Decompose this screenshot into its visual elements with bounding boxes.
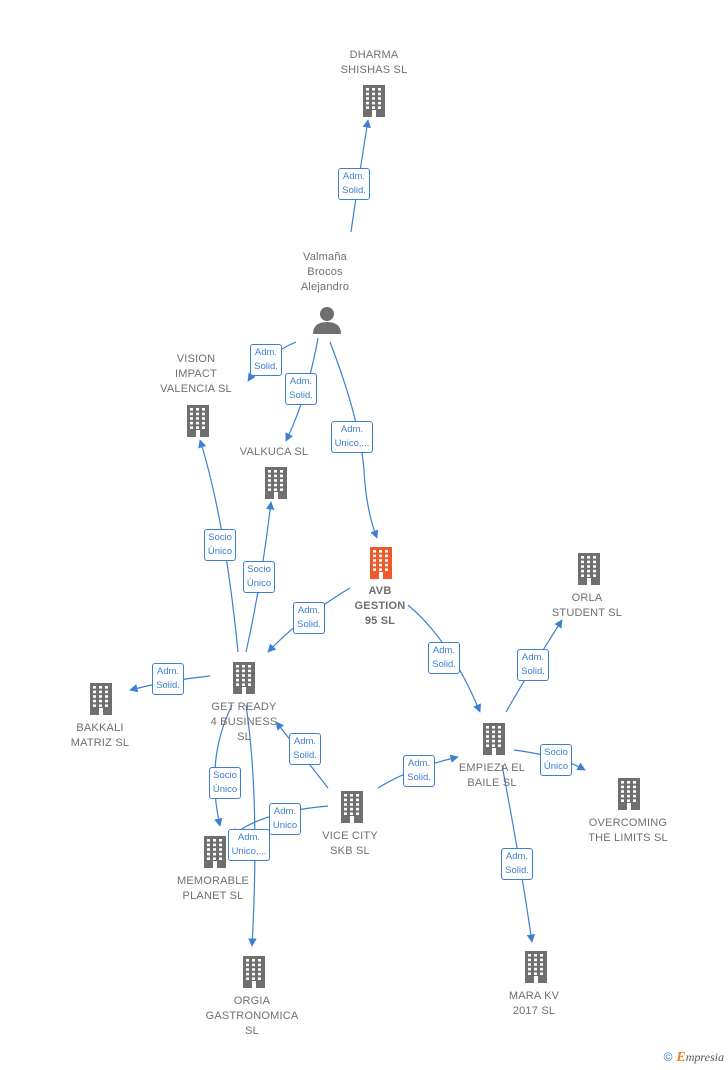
building-icon[interactable] [615,776,643,810]
node-name: VALKUCA SL [239,446,309,458]
node-label-bakkali[interactable]: BAKKALI MATRIZ SL [40,721,160,751]
edge-label[interactable]: Adm. Solid. [285,373,317,405]
node-name: BAKKALI MATRIZ SL [70,722,130,749]
node-name: VICE CITY SKB SL [322,830,378,857]
edge-label[interactable]: Socio Único [242,561,276,593]
person-icon[interactable] [312,306,342,334]
node-label-overcoming[interactable]: OVERCOMING THE LIMITS SL [568,816,688,846]
building-icon[interactable] [575,551,603,585]
building-icon[interactable] [230,660,258,694]
edge-line-e14 [214,704,233,827]
node-name: VISION IMPACT VALENCIA SL [160,353,232,395]
node-label-vicecity[interactable]: VICE CITY SKB SL [290,829,410,859]
copyright-icon: © [663,1050,673,1064]
brand-footer: ©Empresia [664,1050,724,1066]
building-icon[interactable] [480,721,508,755]
node-name: MARA KV 2017 SL [508,990,560,1017]
node-name: GET READY 4 BUSINESS SL [210,701,278,743]
edge-label[interactable]: Adm. Solid. [428,642,460,674]
edge-label[interactable]: Adm. Solid. [338,168,370,200]
edge-label[interactable]: Adm. Unico [268,803,302,835]
edge-label[interactable]: Socio Único [539,744,573,776]
node-label-vision[interactable]: VISION IMPACT VALENCIA SL [136,352,256,397]
building-icon[interactable] [240,954,268,988]
node-label-marakv[interactable]: MARA KV 2017 SL [474,989,594,1019]
brand-name: mpresia [685,1050,724,1064]
building-icon[interactable] [360,83,388,117]
building-icon[interactable] [87,681,115,715]
node-name: ORGIA GASTRONOMICA SL [205,995,299,1037]
building-icon[interactable] [522,949,550,983]
node-name: EMPIEZA EL BAILE SL [458,762,526,789]
node-label-getready[interactable]: GET READY 4 BUSINESS SL [184,700,304,745]
edge-line-e4 [329,341,379,539]
node-label-memorable[interactable]: MEMORABLE PLANET SL [153,874,273,904]
edge-label[interactable]: Socio Único [208,767,242,799]
edge-label[interactable]: Adm. Unico,... [330,421,374,453]
node-name: DHARMA SHISHAS SL [340,49,408,76]
edge-label[interactable]: Adm. Unico,... [227,829,271,861]
edge-label[interactable]: Adm. Solid. [517,649,549,681]
edge-line-e16 [245,704,257,947]
edge-label[interactable]: Adm. Solid. [293,602,325,634]
building-icon[interactable] [262,465,290,499]
node-name: Valmaña Brocos Alejandro [300,251,350,293]
node-label-valkuca[interactable]: VALKUCA SL [214,445,334,460]
building-icon[interactable] [367,545,395,579]
edge-label[interactable]: Adm. Solid. [152,663,184,695]
node-name: MEMORABLE PLANET SL [176,875,250,902]
edge-label[interactable]: Adm. Solid. [250,344,282,376]
node-name: OVERCOMING THE LIMITS SL [588,817,668,844]
node-label-orgia[interactable]: ORGIA GASTRONOMICA SL [192,994,312,1039]
edge-label[interactable]: Adm. Solid. [289,733,321,765]
building-icon[interactable] [201,834,229,868]
building-icon[interactable] [184,403,212,437]
node-label-empieza[interactable]: EMPIEZA EL BAILE SL [432,761,552,791]
node-label-dharma[interactable]: DHARMA SHISHAS SL [314,48,434,78]
node-label-valmana[interactable]: Valmaña Brocos Alejandro [265,250,385,295]
node-label-avb[interactable]: AVB GESTION 95 SL [320,584,440,629]
edge-label[interactable]: Socio Único [203,529,237,561]
node-name: AVB GESTION 95 SL [354,585,406,627]
edge-label[interactable]: Adm. Solid. [501,848,533,880]
node-name: ORLA STUDENT SL [551,592,623,619]
brand-initial: E [676,1050,686,1065]
node-label-orla[interactable]: ORLA STUDENT SL [527,591,647,621]
building-icon[interactable] [338,789,366,823]
edge-label[interactable]: Adm. Solid. [403,755,435,787]
